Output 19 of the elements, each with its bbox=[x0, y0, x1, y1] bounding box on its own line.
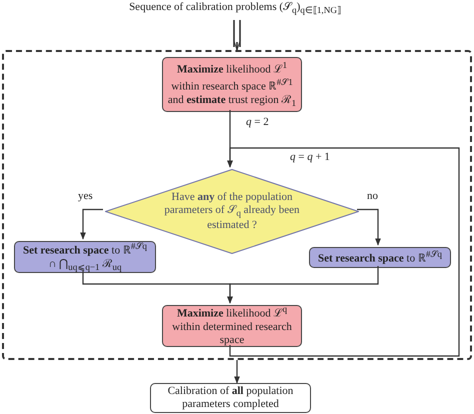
arrow bbox=[227, 147, 460, 357]
node-text: Maximize likelihood ℒ$^{q}$ within determined research space bbox=[171, 304, 293, 348]
node-text: Maximize likelihood ℒ$^{1}$ within research space ℝ$^{#𝒮1}$ and estimate trust region ℛ$_{1}$ bbox=[166, 60, 298, 109]
edge-label: q = q + 1 bbox=[288, 151, 332, 163]
double-arrow bbox=[233, 19, 241, 51]
process-box bbox=[162, 305, 302, 347]
arrow bbox=[227, 266, 379, 304]
node-text: Set research space to ℝ$^{#𝒮q}$ bbox=[318, 249, 442, 266]
dashed-frame bbox=[2, 50, 472, 360]
arrow bbox=[80, 208, 103, 240]
node-text: Calibration of all population parameters completed bbox=[166, 384, 294, 412]
heading-text: Sequence of calibration problems (𝒮$_{q}$)$_{q∈⟦1,NG⟧}$ bbox=[129, 1, 341, 17]
end-box bbox=[150, 383, 311, 413]
node-text: Set research space to ℝ$^{#𝒮q}$ ∩ ⋂$_{uq⩽q−1}$ ℛ$_{uq}$ bbox=[22, 240, 148, 274]
arrow bbox=[357, 208, 381, 246]
node-text: Have any of the population parameters of 𝒮$_{q}$ already been estimated ? bbox=[163, 190, 301, 232]
arrow bbox=[234, 360, 240, 384]
process-box bbox=[309, 247, 451, 268]
edge-label: q = 2 bbox=[244, 116, 271, 128]
